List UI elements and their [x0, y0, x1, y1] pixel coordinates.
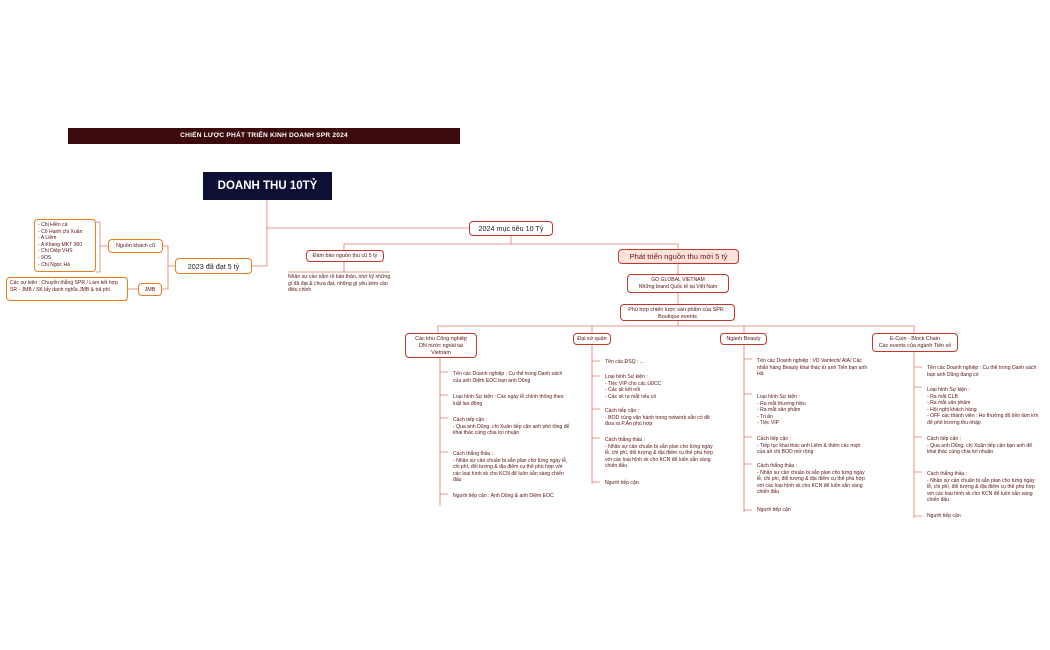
- node-2023-achieved[interactable]: 2023 đã đạt 5 tỷ: [175, 258, 252, 274]
- strategy-banner: CHIẾN LƯỢC PHÁT TRIỂN KINH DOANH SPR 202…: [68, 128, 460, 144]
- branch2-item-approach: Cách tiếp cận : - Tiếp tục khai thác anh…: [757, 436, 861, 456]
- branch1-item-embassy-names: Tên các ĐSQ : ...: [605, 359, 645, 365]
- note-keep-old-revenue: Nhân sự cần nắm rõ bản thân, nhớ kỹ nhữn…: [288, 274, 391, 294]
- branch0-item-event-type: Loại hình Sự kiện : Các ngày lễ chính th…: [453, 394, 564, 407]
- node-product-strategy[interactable]: Phù hợp chiến lược sản phẩm của SPR : Bo…: [620, 304, 735, 321]
- root-revenue-node[interactable]: DOANH THU 10TỶ: [203, 172, 332, 200]
- branch2-item-companies: Tên các Doanh nghiệp : VD Vantech/ AIA/ …: [757, 358, 868, 378]
- node-customer-names[interactable]: - Chị Hiền cá - Cô Hạnh chị Xuân - A Liê…: [34, 219, 96, 272]
- branch2-item-winning: Cách thắng thầu : - Nhân sự cần chuẩn bị…: [757, 463, 865, 496]
- branch-embassies[interactable]: Đại sứ quán: [573, 333, 611, 345]
- branch1-item-event-type: Loại hình Sự kiện : - Tiệc VIP cho các L…: [605, 374, 662, 400]
- branch0-item-approach: Cách tiếp cận : - Qua anh Dũng, chị Xuân…: [453, 417, 570, 437]
- branch3-item-winning: Cách thắng thầu : - Nhân sự cần chuẩn bị…: [927, 471, 1035, 504]
- branch-ecoin-blockchain[interactable]: E-Coin - Block Chain Các events của ngàn…: [872, 333, 958, 352]
- branch3-item-contact: Người tiếp cận: [927, 513, 961, 519]
- node-2024-target[interactable]: 2024 mục tiêu 10 Tỷ: [469, 221, 553, 236]
- node-keep-old-revenue[interactable]: Đảm bảo nguồn thu cũ 5 tỷ: [306, 250, 384, 262]
- branch1-item-winning: Cách thắng thầu : - Nhân sự cần chuẩn bị…: [605, 437, 713, 470]
- branch3-item-companies: Tên các Doanh nghiệp : Cụ thể trong Danh…: [927, 365, 1037, 378]
- branch0-item-contact: Người tiếp cận : Anh Dũng & anh Diệm EOC: [453, 493, 554, 499]
- branch2-item-event-type: Loại hình Sự kiện : - Ra mắt thương hiệu…: [757, 394, 806, 427]
- branch3-item-approach: Cách tiếp cận : - Qua anh Dũng, chị Xuân…: [927, 436, 1033, 456]
- branch1-item-approach: Cách tiếp cận : - BOD cùng vận hành tron…: [605, 408, 710, 428]
- node-develop-new-revenue[interactable]: Phát triển nguồn thu mới 5 tỷ: [618, 249, 739, 264]
- node-jmb[interactable]: JMB: [138, 283, 162, 296]
- branch-industrial-zones[interactable]: Các khu Công nghiệp DN nước ngoài tại Vi…: [405, 333, 477, 358]
- branch2-item-contact: Người tiếp cận: [757, 507, 791, 513]
- branch1-item-contact: Người tiếp cận: [605, 480, 639, 486]
- branch-beauty[interactable]: Ngành Beauty: [720, 333, 767, 345]
- branch0-item-companies: Tên các Doanh nghiệp : Cụ thể trong Danh…: [453, 371, 563, 384]
- branch3-item-event-type: Loại hình Sự kiện : - Ra mắt CLB - Ra mắ…: [927, 387, 1039, 427]
- node-go-global-vietnam[interactable]: GO GLOBAL VIETNAM Những brand Quốc tế tạ…: [627, 274, 729, 293]
- branch0-item-winning: Cách thắng thầu : - Nhân sự cần chuẩn bị…: [453, 451, 568, 484]
- node-jmb-events[interactable]: Các sự kiện : Chuyển thẳng SPR / Làm kết…: [6, 277, 128, 301]
- node-old-customer-source[interactable]: Nguồn khách cũ: [108, 239, 163, 253]
